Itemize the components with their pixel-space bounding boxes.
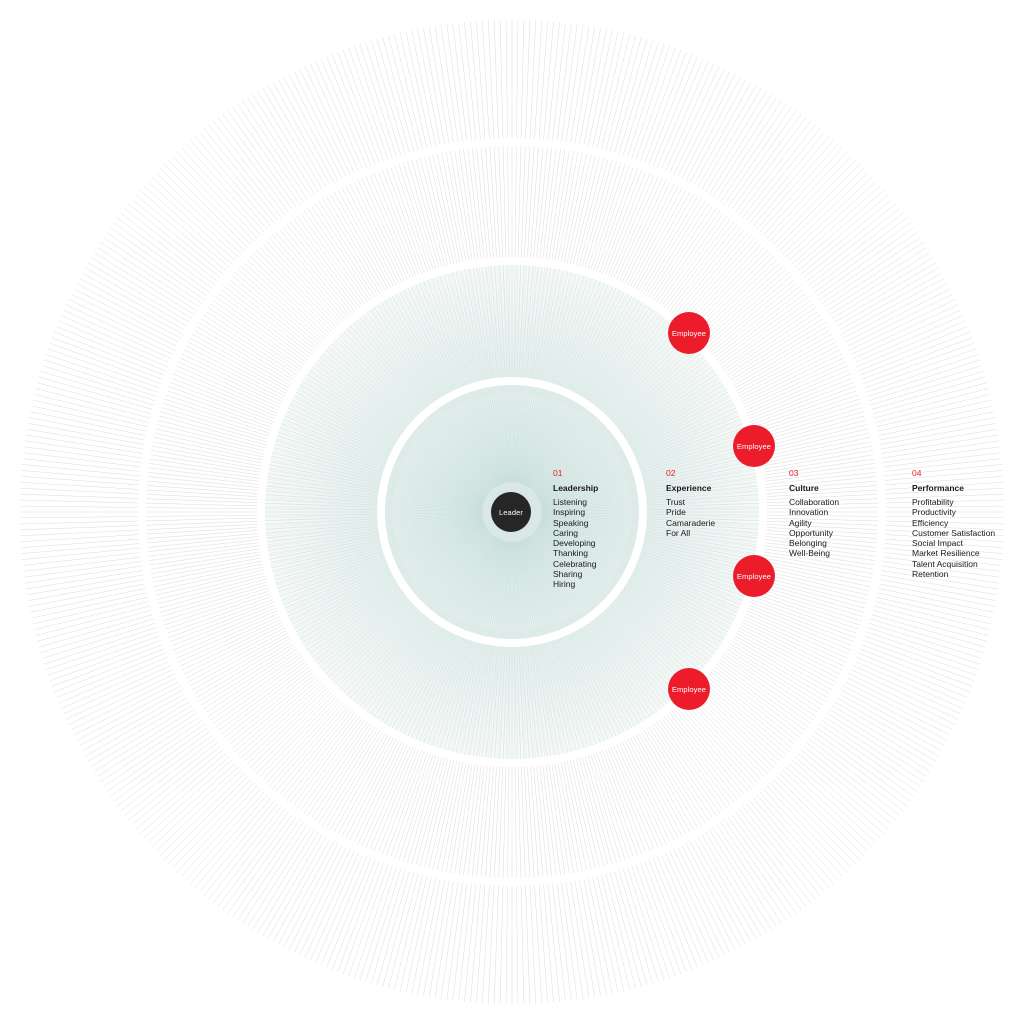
column-item: Pride xyxy=(666,507,686,518)
column-number: 02 xyxy=(666,468,676,478)
employee-node: Employee xyxy=(668,668,710,710)
column-item: Innovation xyxy=(789,507,829,518)
column-item: For All xyxy=(666,527,691,538)
ring-gap-outer xyxy=(138,138,886,886)
column-item: Speaking xyxy=(553,517,589,528)
inner-ring-rays xyxy=(265,265,759,759)
leader-label: Leader xyxy=(499,507,523,517)
ring-gap-middle xyxy=(257,257,767,767)
employee-label: Employee xyxy=(736,571,772,581)
column-item: Talent Acquisition xyxy=(912,558,978,569)
column-title: Leadership xyxy=(553,483,599,493)
column-title: Culture xyxy=(789,483,819,493)
employee-label: Employee xyxy=(671,684,707,694)
column-item: Efficiency xyxy=(912,517,949,528)
column-item: Celebrating xyxy=(553,558,597,569)
column-number: 04 xyxy=(912,468,922,478)
column-item: Inspiring xyxy=(553,507,586,518)
column-item: Market Resilience xyxy=(912,548,980,559)
employee-node: Employee xyxy=(668,312,710,354)
column-title: Performance xyxy=(912,483,964,493)
column-item: Profitability xyxy=(912,497,954,507)
column-item: Camaraderie xyxy=(666,517,716,528)
column-item: Agility xyxy=(789,517,812,528)
column-number: 03 xyxy=(789,468,799,478)
leader-node: Leader xyxy=(491,492,531,532)
column-leadership: 01 Leadership Listening Inspiring Speaki… xyxy=(553,468,598,590)
column-item: Listening xyxy=(553,497,588,507)
column-item: Hiring xyxy=(553,579,576,590)
column-item: Productivity xyxy=(912,507,956,518)
column-number: 01 xyxy=(553,468,563,478)
column-culture: 03 Culture Collaboration Innovation Agil… xyxy=(789,468,839,559)
column-item: Collaboration xyxy=(789,497,840,507)
column-item: Customer Satisfaction xyxy=(912,527,996,538)
column-item: Trust xyxy=(666,497,686,507)
column-item: Belonging xyxy=(789,538,827,549)
column-item: Sharing xyxy=(553,569,583,580)
column-item: Well-Being xyxy=(789,548,830,559)
column-item: Thanking xyxy=(553,548,588,559)
column-performance: 04 Performance Profitability Productivit… xyxy=(912,468,995,579)
employee-label: Employee xyxy=(671,328,707,338)
column-experience: 02 Experience Trust Pride Camaraderie Fo… xyxy=(666,468,715,538)
employee-node: Employee xyxy=(733,425,775,467)
column-item: Caring xyxy=(553,527,579,538)
column-item: Opportunity xyxy=(789,527,833,538)
employee-label: Employee xyxy=(736,441,772,451)
employee-node: Employee xyxy=(733,555,775,597)
column-item: Developing xyxy=(553,538,596,549)
column-title: Experience xyxy=(666,483,712,493)
column-item: Retention xyxy=(912,569,949,580)
column-item: Social Impact xyxy=(912,538,964,549)
ring-gap-inner xyxy=(377,377,647,647)
